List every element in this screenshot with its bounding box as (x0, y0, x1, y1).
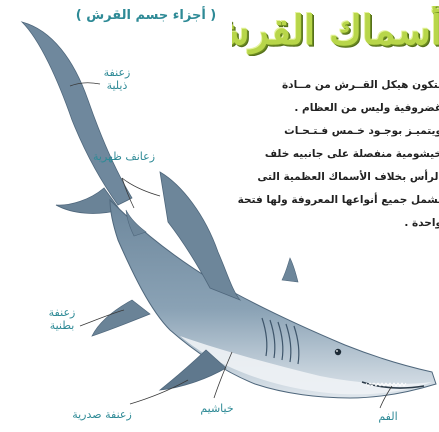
label-gills: خياشيم (192, 402, 242, 415)
label-tail-fin-line1: زعنفة (92, 66, 142, 79)
label-pelvic-fin: زعنفة بطنية (40, 306, 84, 332)
body-line: خيشومية منفصلة على جانبيه خلف (232, 143, 439, 166)
upper-right-fin (282, 258, 298, 282)
body-line: يتكون هيكل القــرش من مــادة (232, 74, 439, 97)
tail-upper-lobe (22, 22, 132, 205)
label-mouth: الفم (368, 410, 408, 423)
label-tail-fin: زعنفة ذيلية (92, 66, 142, 92)
label-pelvic-fin-line1: زعنفة (40, 306, 84, 319)
body-line: واحدة . (232, 212, 439, 235)
shark-eye (335, 349, 341, 355)
label-pelvic-fin-line2: بطنية (40, 319, 84, 332)
body-line: الرأس بخلاف الأسماك العظمية التى (232, 166, 439, 189)
page-subtitle: ( أجزاء جسم القرش ) (66, 8, 226, 23)
body-line: ويتميـز بوجـود خـمس فـتـحـات (232, 120, 439, 143)
label-pectoral-fin: زعنفة صدرية (60, 408, 144, 421)
body-line: غضروفية وليس من العظام . (232, 97, 439, 120)
body-line: تشمل جميع أنواعها المعروفة ولها فتحة (232, 189, 439, 212)
label-tail-fin-line2: ذيلية (92, 79, 142, 92)
label-dorsal-fins: زعانف ظهرية (84, 150, 164, 163)
page-title: أسماك القرش : (232, 6, 439, 56)
body-paragraph: يتكون هيكل القــرش من مــادة غضروفية ولي… (232, 74, 439, 235)
